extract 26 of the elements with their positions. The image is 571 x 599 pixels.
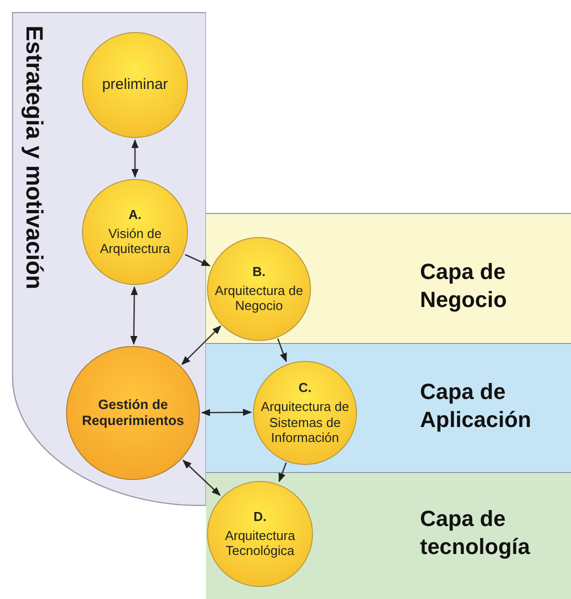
phase-letter: C. — [298, 380, 312, 396]
phase-name: Arquitectura Tecnológica — [224, 528, 296, 559]
arrow — [130, 286, 138, 345]
phase-name: Gestión de Requerimientos — [80, 396, 186, 430]
phase-name: Arquitectura de Sistemas de Información — [260, 398, 350, 446]
layer-title: Capa de tecnología — [420, 505, 532, 560]
layer-band — [206, 472, 571, 599]
panel-title: Estrategia y motivación — [20, 26, 48, 292]
arrow — [184, 254, 211, 266]
arrow — [131, 139, 139, 178]
arrow — [201, 408, 252, 416]
phase-letter: A. — [128, 207, 142, 223]
arrow — [182, 460, 221, 496]
layer-band — [206, 213, 571, 343]
phase-letter: D. — [254, 509, 266, 525]
phase-name: Arquitectura de Negocio — [214, 282, 304, 314]
arrow — [278, 462, 287, 482]
phase-name: Visión de Arquitectura — [98, 226, 172, 257]
layer-title: Capa de Negocio — [420, 258, 508, 313]
strategy-panel — [12, 12, 206, 506]
phase-name: preliminar — [102, 76, 168, 94]
phase-letter: B. — [252, 264, 266, 280]
arrow — [181, 325, 222, 366]
layer-title: Capa de Aplicación — [420, 378, 532, 433]
layer-band — [206, 343, 571, 472]
arrow — [277, 338, 287, 362]
